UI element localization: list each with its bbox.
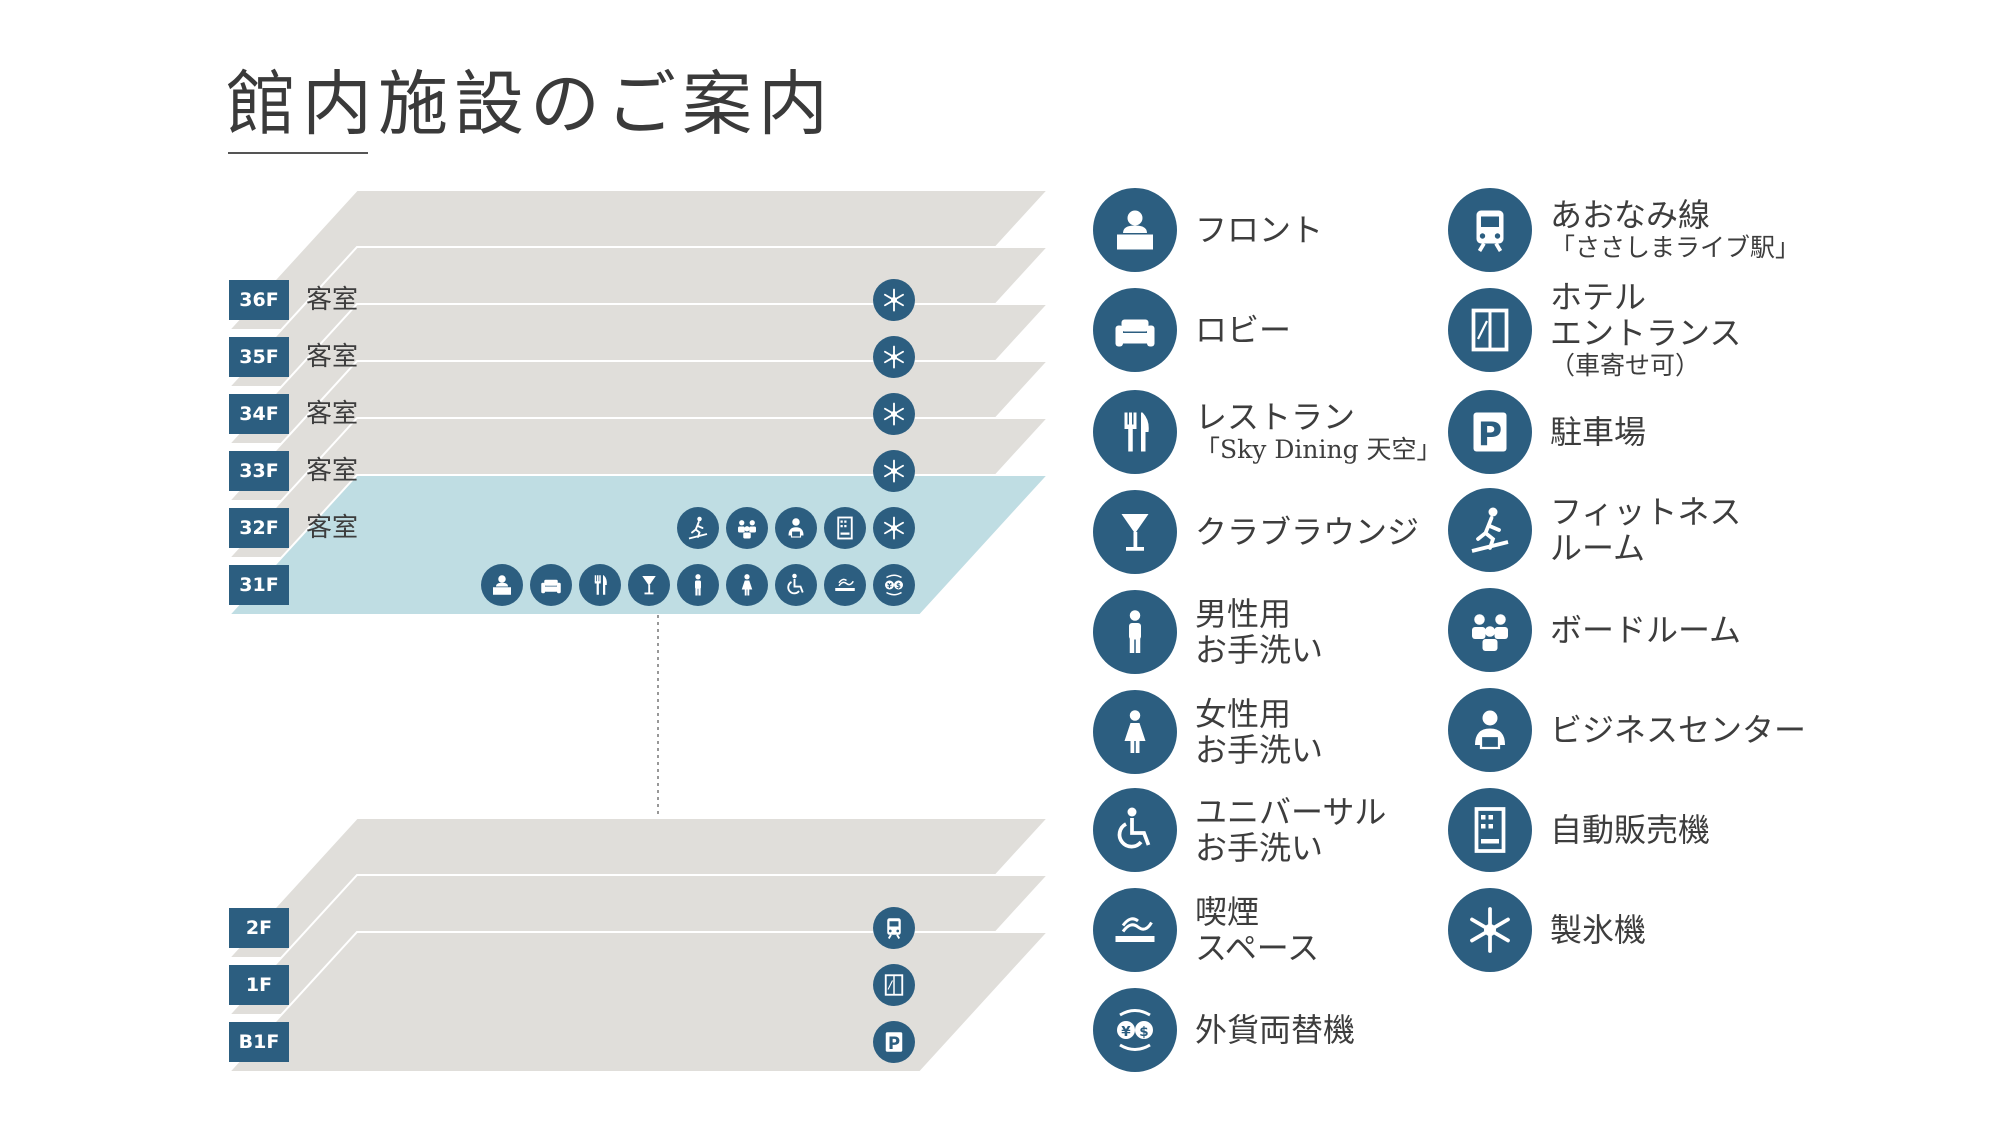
legend-label-vending-machine: 自動販売機 (1550, 811, 1711, 849)
legend-note-hotel-entrance: （車寄せ可） (1550, 351, 1701, 380)
women-restroom-icon (1093, 690, 1177, 774)
legend-label-smoking: 喫煙 (1195, 893, 1260, 931)
legend-label-restaurant: レストラン (1195, 398, 1356, 436)
legend-sublabel-fitness: ルーム (1550, 529, 1646, 567)
fork-knife-icon (1093, 390, 1177, 474)
snowflake-icon (873, 279, 915, 321)
train-icon (873, 907, 915, 949)
legend-label-men-restroom: 男性用 (1195, 595, 1292, 633)
floor-badge-1f: 1F (229, 965, 289, 1005)
currency-exchange-icon: ¥$ (873, 564, 915, 606)
legend-sublabel-hotel-entrance: エントランス (1550, 314, 1742, 352)
door-icon (873, 964, 915, 1006)
legend-sublabel-universal-restroom: お手洗い (1195, 829, 1324, 867)
snowflake-icon (1448, 888, 1532, 972)
train-icon (1448, 188, 1532, 272)
legend-sublabel-men-restroom: お手洗い (1195, 631, 1324, 669)
floor-badge-35f: 35F (229, 337, 289, 377)
legend-label-lobby: ロビー (1195, 311, 1292, 349)
legend-label-women-restroom: 女性用 (1195, 695, 1292, 733)
floor-label-35f: 客室 (306, 342, 359, 372)
computer-user-icon (1448, 688, 1532, 772)
front-desk-icon (1093, 188, 1177, 272)
floor-badge-34f: 34F (229, 394, 289, 434)
slab-b1f (226, 931, 1051, 1073)
parking-icon: P (1448, 390, 1532, 474)
floor-label-34f: 客室 (306, 399, 359, 429)
men-restroom-icon (1093, 590, 1177, 674)
legend-label-currency-exchange: 外貨両替機 (1195, 1011, 1356, 1049)
legend-sublabel-restaurant: 「Sky Dining 天空」 (1195, 435, 1442, 464)
legend-label-business-center: ビジネスセンター (1550, 711, 1807, 749)
computer-user-icon (775, 507, 817, 549)
legend-label-parking: 駐車場 (1550, 413, 1647, 451)
floor-badge-32f: 32F (229, 508, 289, 548)
snowflake-icon (873, 336, 915, 378)
women-restroom-icon (726, 564, 768, 606)
svg-text:$: $ (896, 582, 901, 590)
front-desk-icon (481, 564, 523, 606)
legend-label-front: フロント (1195, 211, 1324, 249)
snowflake-icon (873, 507, 915, 549)
floor-badge-36f: 36F (229, 280, 289, 320)
vending-machine-icon (824, 507, 866, 549)
legend-label-club-lounge: クラブラウンジ (1195, 513, 1420, 551)
treadmill-icon (1448, 488, 1532, 572)
title-underline (228, 152, 368, 154)
lower-floor-slabs (226, 817, 1051, 1073)
floor-badge-2f: 2F (229, 908, 289, 948)
svg-text:¥: ¥ (1121, 1024, 1131, 1040)
floor-label-32f: 客室 (306, 513, 359, 543)
sofa-icon (530, 564, 572, 606)
wheelchair-icon (1093, 788, 1177, 872)
legend-sublabel-smoking: スペース (1195, 929, 1320, 967)
legend-label-fitness: フィットネス (1550, 493, 1742, 531)
cigarette-icon (824, 564, 866, 606)
cigarette-icon (1093, 888, 1177, 972)
currency-exchange-icon: ¥$ (1093, 988, 1177, 1072)
page-title: 館内施設のご案内 (226, 63, 834, 145)
parking-icon: P (873, 1021, 915, 1063)
fork-knife-icon (579, 564, 621, 606)
door-icon (1448, 288, 1532, 372)
floor-badge-b1f: B1F (229, 1022, 289, 1062)
legend-label-ice-machine: 製氷機 (1550, 911, 1647, 949)
legend-label-boardroom: ボードルーム (1550, 611, 1742, 649)
svg-text:$: $ (1139, 1024, 1148, 1040)
men-restroom-icon (677, 564, 719, 606)
svg-text:¥: ¥ (887, 582, 892, 590)
sofa-icon (1093, 288, 1177, 372)
legend-label-universal-restroom: ユニバーサル (1195, 793, 1387, 831)
floor-label-33f: 客室 (306, 456, 359, 486)
legend-sublabel-women-restroom: お手洗い (1195, 731, 1324, 769)
wine-glass-icon (628, 564, 670, 606)
legend-label-train: あおなみ線 (1550, 196, 1711, 234)
treadmill-icon (677, 507, 719, 549)
floor-badge-31f: 31F (229, 565, 289, 605)
floor-label-36f: 客室 (306, 285, 359, 315)
meeting-icon (1448, 588, 1532, 672)
wheelchair-icon (775, 564, 817, 606)
wine-glass-icon (1093, 490, 1177, 574)
snowflake-icon (873, 450, 915, 492)
legend-label-hotel-entrance: ホテル (1550, 278, 1647, 316)
legend-sublabel-train: 「ささしまライブ駅」 (1550, 233, 1801, 262)
svg-text:P: P (888, 1034, 900, 1053)
meeting-icon (726, 507, 768, 549)
svg-text:P: P (1478, 415, 1502, 454)
vending-machine-icon (1448, 788, 1532, 872)
floor-badge-33f: 33F (229, 451, 289, 491)
snowflake-icon (873, 393, 915, 435)
